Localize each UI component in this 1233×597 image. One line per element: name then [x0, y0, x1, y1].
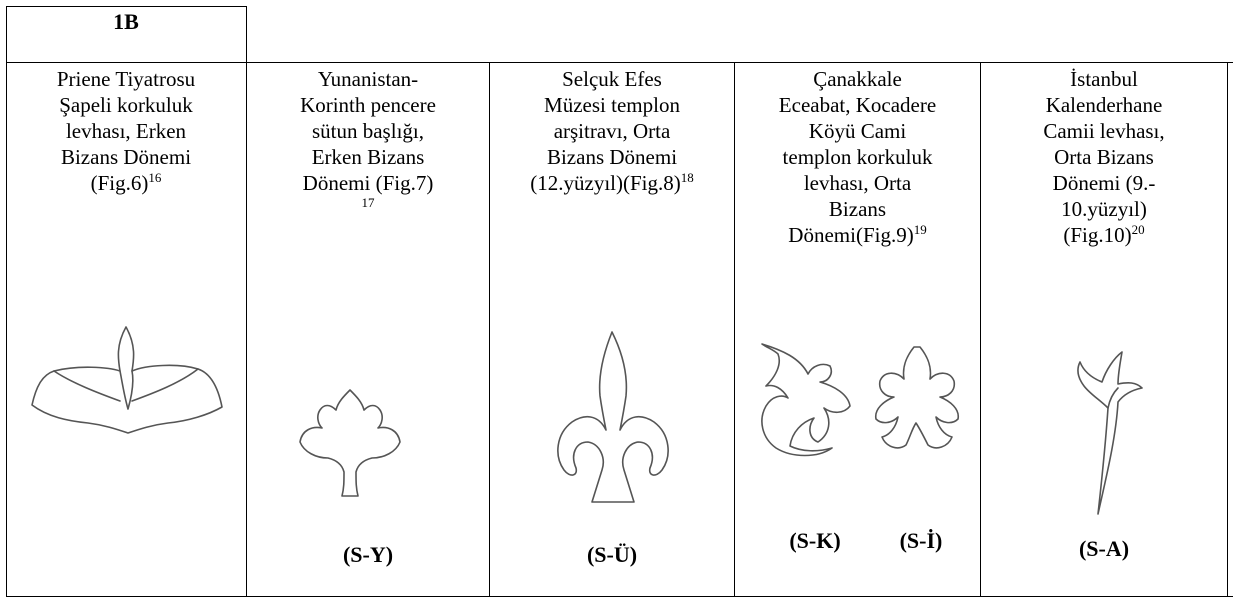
motif-code-su: (S-Ü): [586, 542, 638, 567]
caption-fig-line: (Fig.10)20: [981, 222, 1227, 248]
table-row-divider: [6, 62, 1233, 63]
caption-line: Dönemi (9.-: [1052, 171, 1156, 195]
palmette-motif-corinth: [299, 389, 401, 497]
caption-fig-line: Dönemi(Fig.9)19: [735, 222, 980, 248]
caption-line: Şapeli korkuluk: [59, 93, 193, 117]
caption-fig-line: (12.yüzyıl)(Fig.8)18: [490, 170, 734, 196]
table-border-top-header: [6, 6, 246, 7]
motif-code-sk: (S-K): [789, 528, 841, 553]
fleur-motif-efes: [557, 331, 669, 503]
motif-code-si: (S-İ): [899, 528, 943, 553]
caption-line: Köyü Cami: [808, 119, 907, 143]
header-divider: [246, 6, 247, 63]
caption-line: Orta Bizans: [1054, 145, 1154, 169]
caption-line: Dönemi (Fig.7): [302, 171, 434, 195]
footnote-marker: 20: [1131, 222, 1145, 237]
caption-line: Kalenderhane: [1045, 93, 1163, 117]
footnote-marker: 18: [680, 170, 694, 185]
caption-col-5: İstanbul Kalenderhane Camii levhası, Ort…: [981, 66, 1227, 248]
caption-line: templon korkuluk: [782, 145, 933, 169]
column-divider-3: [734, 62, 735, 597]
caption-line: Bizans Dönemi: [60, 145, 192, 169]
caption-line: Bizans: [828, 197, 887, 221]
caption-line: arşitravı, Orta: [553, 119, 671, 143]
caption-fig-line: (Fig.6)16: [6, 170, 246, 196]
caption-line: Korinth pencere: [300, 93, 436, 117]
table-border-left: [6, 6, 7, 597]
table-border-right: [1227, 62, 1228, 597]
caption-col-2: Yunanistan- Korinth pencere sütun başlığ…: [247, 66, 489, 210]
fleur-motif-kocadere-right: [874, 346, 960, 449]
footnote-marker: 16: [148, 170, 162, 185]
caption-line: levhası, Erken: [65, 119, 187, 143]
caption-line: Camii levhası,: [1043, 119, 1165, 143]
caption-col-1: Priene Tiyatrosu Şapeli korkuluk levhası…: [6, 66, 246, 196]
fig-reference: (Fig.6): [90, 171, 149, 195]
palmette-motif-kalenderhane: [1077, 351, 1143, 515]
caption-line: Eceabat, Kocadere: [778, 93, 937, 117]
motif-code-sa: (S-A): [1078, 536, 1130, 561]
column-divider-2: [489, 62, 490, 597]
caption-line: Priene Tiyatrosu: [56, 67, 196, 91]
caption-line: Selçuk Efes: [562, 67, 662, 91]
palmette-motif-priene: [31, 326, 223, 434]
caption-line: Erken Bizans: [311, 145, 425, 169]
caption-line: Bizans Dönemi: [546, 145, 678, 169]
caption-line: Müzesi templon: [544, 93, 680, 117]
caption-line: Yunanistan-: [317, 67, 419, 91]
caption-line: sütun başlığı,: [311, 119, 424, 143]
caption-col-4: Çanakkale Eceabat, Kocadere Köyü Cami te…: [735, 66, 980, 248]
fleur-motif-kocadere-left: [761, 343, 851, 457]
footnote-marker: 19: [913, 222, 927, 237]
fig-reference: Dönemi(Fig.9): [788, 223, 914, 247]
caption-line: levhası, Orta: [803, 171, 912, 195]
fig-reference: (12.yüzyıl)(Fig.8): [530, 171, 681, 195]
caption-line: 10.yüzyıl): [1061, 197, 1147, 221]
column-divider-4: [980, 62, 981, 597]
caption-line: Çanakkale: [813, 67, 902, 91]
column-divider-1: [246, 62, 247, 597]
fig-reference: (Fig.10): [1063, 223, 1132, 247]
motif-code-sy: (S-Y): [342, 542, 394, 567]
footnote-marker: 17: [361, 195, 375, 210]
caption-line: İstanbul: [1070, 67, 1138, 91]
caption-col-3: Selçuk Efes Müzesi templon arşitravı, Or…: [490, 66, 734, 196]
table-header-label: 1B: [113, 9, 139, 34]
